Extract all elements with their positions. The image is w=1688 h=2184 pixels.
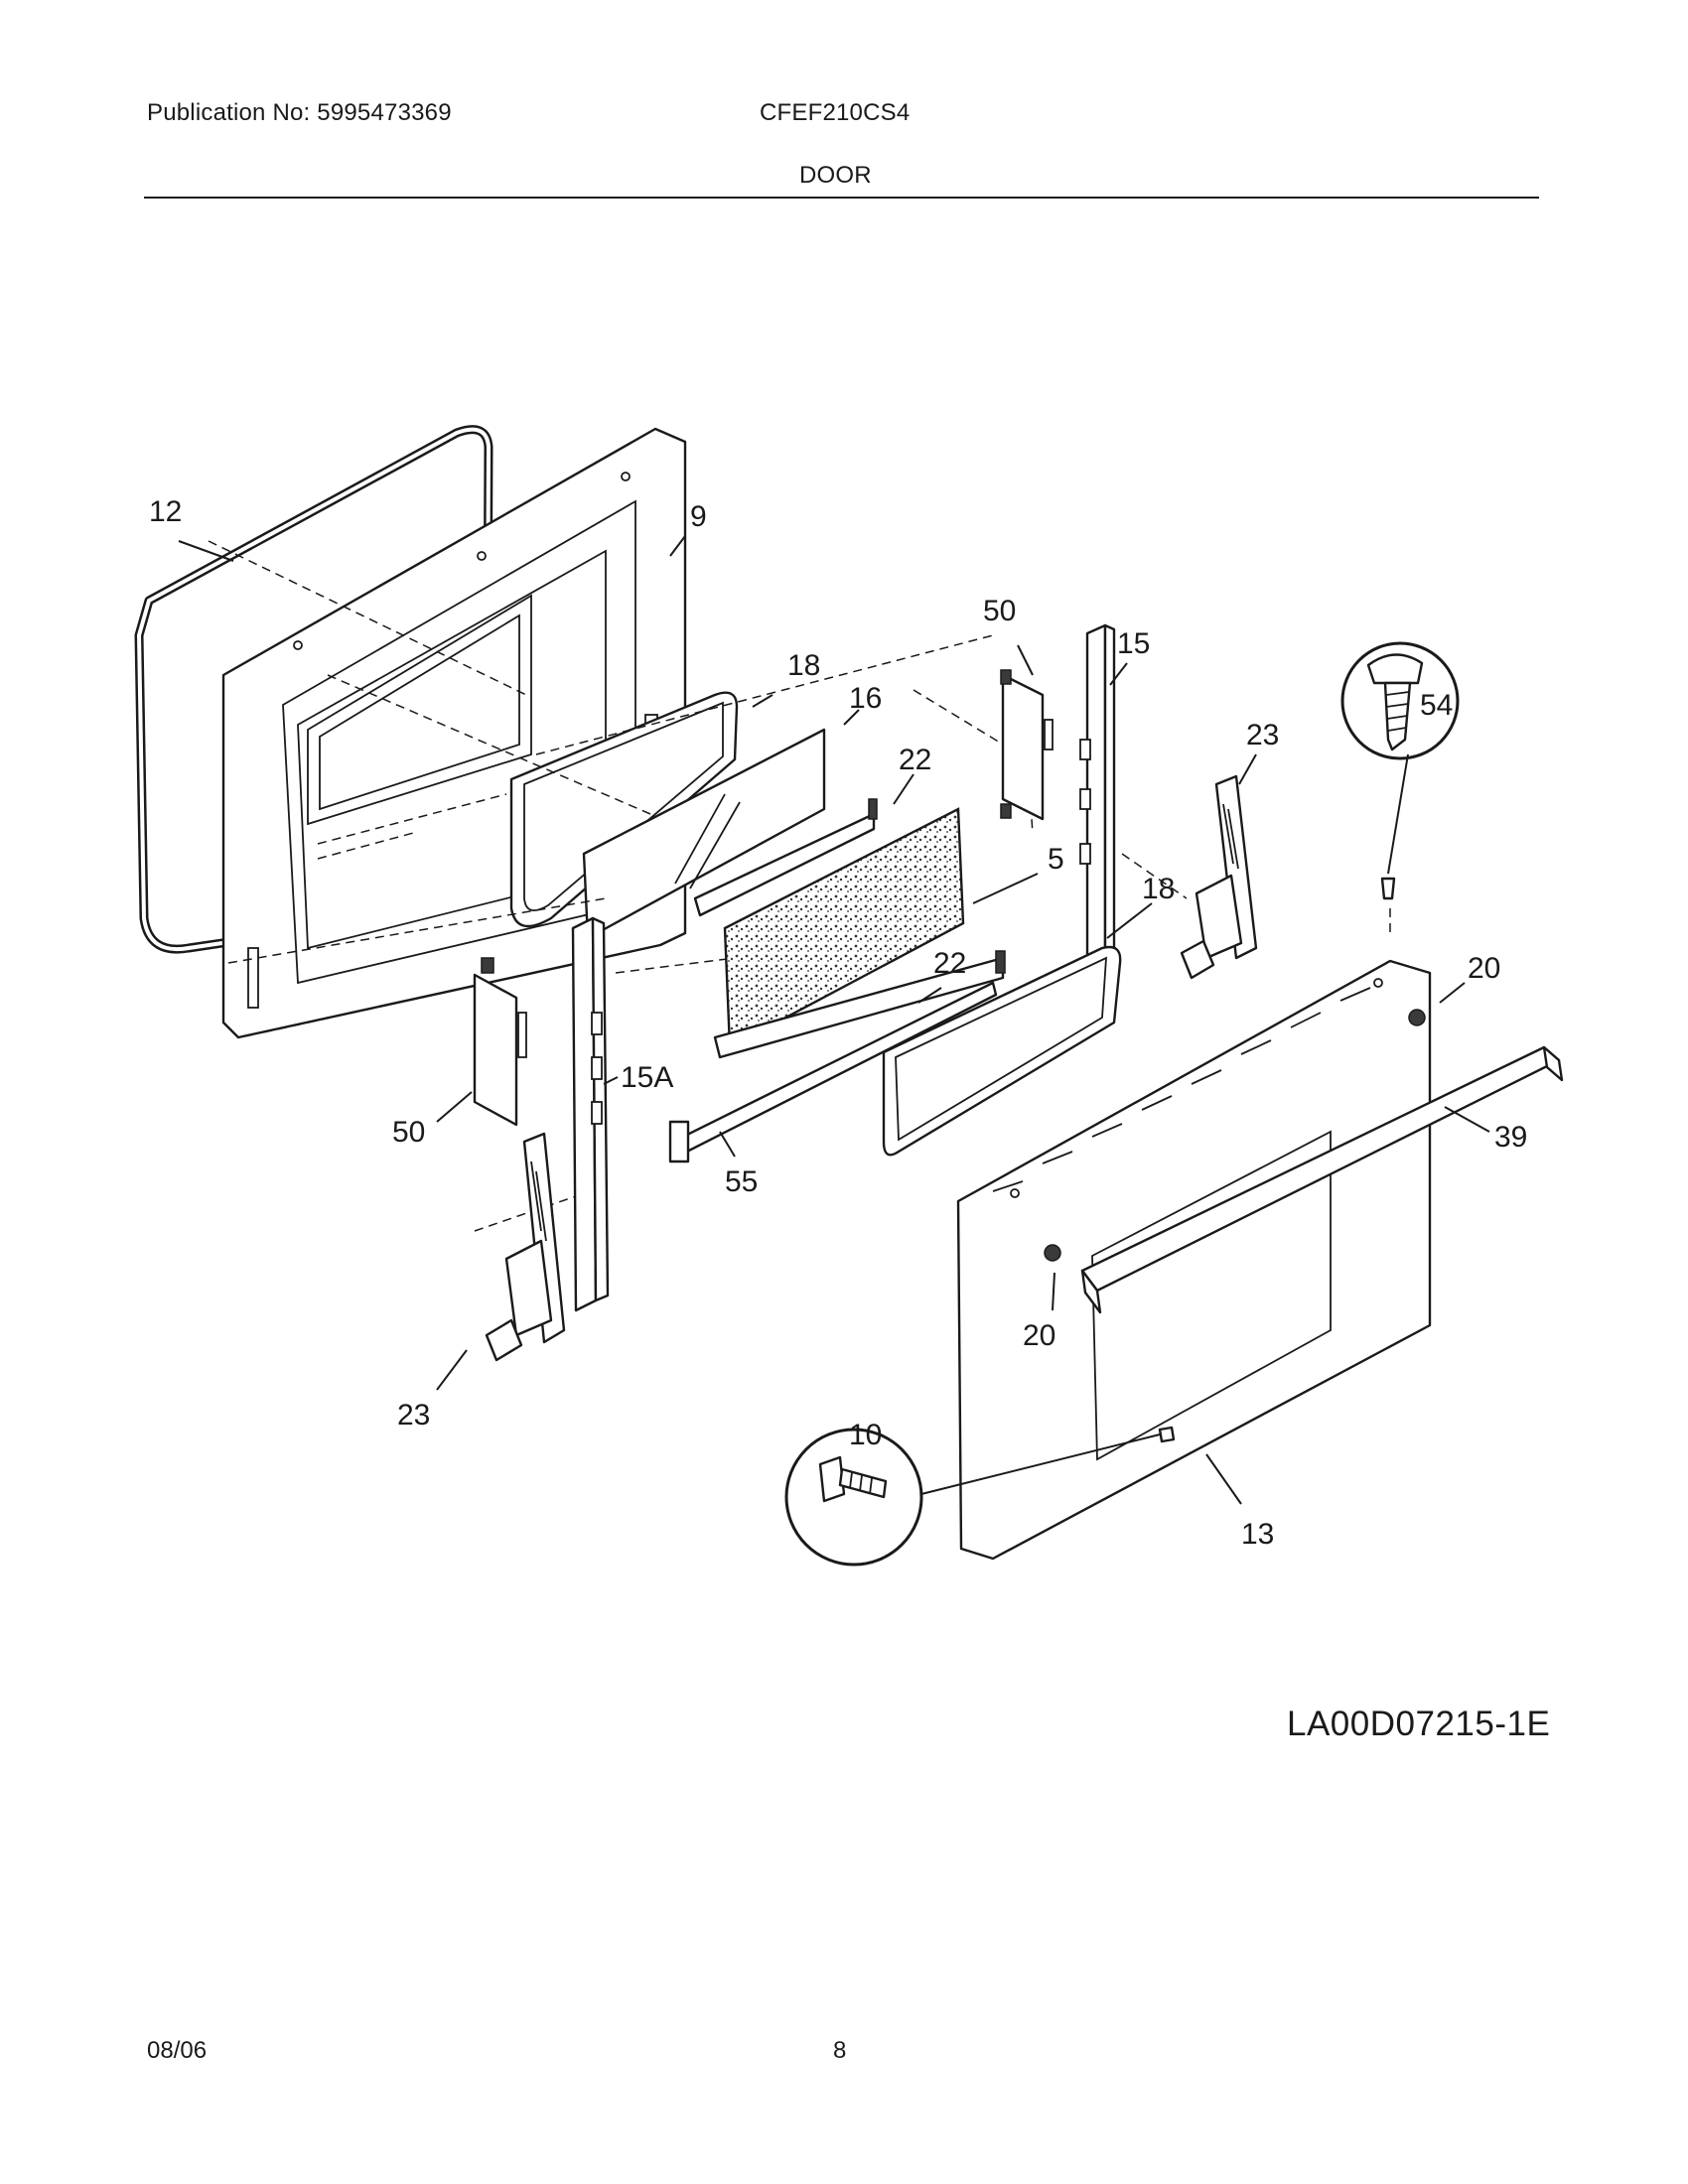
- callout-labels: 12 9 18 16 50 15 54 23 22 5 18 20 22 15A…: [149, 495, 1527, 1551]
- part-50-hinge-bracket-upper: [1000, 669, 1054, 821]
- model-number: CFEF210CS4: [760, 99, 911, 126]
- part-50-hinge-bracket-lower: [473, 957, 527, 1127]
- part-15a-left-channel: [571, 916, 610, 1312]
- callout-9: 9: [690, 500, 707, 533]
- part-16-glass: [582, 728, 826, 940]
- callout-20-lower: 20: [1023, 1319, 1055, 1352]
- part-15-right-channel: [1079, 623, 1116, 1015]
- part-20-bumpers: [1044, 1009, 1426, 1262]
- callout-22-lower: 22: [933, 947, 966, 980]
- header-rule: [144, 197, 1539, 199]
- callout-15a: 15A: [621, 1061, 673, 1094]
- part-18-glass-gasket-lower: [882, 945, 1122, 1157]
- footer-date: 08/06: [147, 2037, 208, 2064]
- callout-55: 55: [725, 1165, 758, 1198]
- callout-5: 5: [1048, 843, 1064, 876]
- part-23-hinge-right: [1180, 774, 1258, 980]
- exploded-parts-diagram: 12 9 18 16 50 15 54 23 22 5 18 20 22 15A…: [134, 425, 1564, 1567]
- callout-18-upper: 18: [787, 649, 820, 682]
- section-title: DOOR: [799, 162, 872, 189]
- footer-page-number: 8: [833, 2037, 847, 2064]
- part-13-outer-door: [956, 959, 1432, 1561]
- publication-number: Publication No: 5995473369: [147, 99, 452, 126]
- callout-22-upper: 22: [899, 744, 931, 776]
- callout-15: 15: [1117, 627, 1150, 660]
- part-10-screw-detail: [784, 1426, 1176, 1567]
- part-18-glass-gasket-upper: [509, 691, 739, 928]
- callout-13: 13: [1241, 1518, 1274, 1551]
- callout-39: 39: [1494, 1121, 1527, 1154]
- callout-18-lower: 18: [1142, 873, 1175, 905]
- drawing-code: LA00D07215-1E: [1287, 1705, 1551, 1743]
- callout-50-lower: 50: [392, 1116, 425, 1149]
- callout-54: 54: [1420, 689, 1453, 722]
- part-55-bottom-channel: [668, 981, 998, 1163]
- callout-23-left: 23: [397, 1399, 430, 1432]
- part-22-retainer-lower: [713, 950, 1006, 1059]
- callout-50-upper: 50: [983, 595, 1016, 627]
- part-22-retainer-upper: [693, 798, 878, 917]
- leader-lines: [178, 535, 1490, 1505]
- part-54-screw-detail: [1340, 641, 1460, 900]
- callout-20-right: 20: [1468, 952, 1500, 985]
- part-39-handle: [1080, 1045, 1564, 1314]
- callout-10: 10: [849, 1419, 882, 1451]
- part-23-hinge-left: [485, 1132, 566, 1362]
- callout-16: 16: [849, 682, 882, 715]
- callout-12: 12: [149, 495, 182, 528]
- callout-23-right: 23: [1246, 719, 1279, 751]
- part-5-insulation: [723, 807, 965, 1049]
